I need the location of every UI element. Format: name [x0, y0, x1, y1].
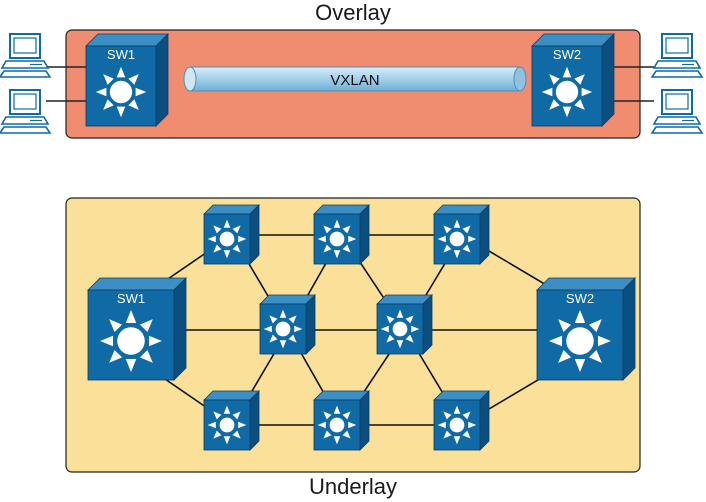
underlay-title: Underlay — [308, 474, 398, 499]
host-left-bottom — [0, 89, 52, 134]
desktop-computer-icon — [650, 33, 704, 78]
vxlan-label: VXLAN — [330, 72, 379, 89]
desktop-computer-icon — [0, 33, 52, 78]
overlay-title: Overlay — [315, 0, 391, 25]
layer3-switch-icon — [317, 219, 357, 259]
underlay-switch-bottom-left — [203, 390, 260, 451]
layer3-switch-icon — [207, 219, 247, 259]
layer3-switch-icon — [437, 405, 477, 445]
layer3-switch-icon — [549, 310, 611, 372]
underlay-switch-top-right — [433, 204, 490, 265]
underlay-switch-bottom-middle — [313, 390, 370, 451]
underlay-switch-mid-right — [376, 294, 433, 355]
layer3-switch-icon — [437, 219, 477, 259]
overlay-switch-sw1: SW1 — [85, 33, 169, 127]
underlay-switch-sw1: SW1 — [87, 277, 187, 381]
host-links — [46, 66, 654, 102]
layer3-switch-icon — [380, 309, 420, 349]
desktop-computer-icon — [650, 89, 704, 134]
layer3-switch-icon — [95, 66, 147, 118]
layer3-switch-icon — [207, 405, 247, 445]
switch-label: SW2 — [566, 291, 594, 306]
layer3-switch-icon — [317, 405, 357, 445]
underlay-switch-top-middle — [313, 204, 370, 265]
host-left-top — [0, 33, 52, 78]
host-right-bottom — [650, 89, 704, 134]
overlay-switch-sw2: SW2 — [531, 33, 615, 127]
underlay-switch-top-left — [203, 204, 260, 265]
switch-label: SW1 — [107, 47, 135, 62]
layer3-switch-icon — [541, 66, 593, 118]
underlay-switch-sw2: SW2 — [536, 277, 636, 381]
switch-label: SW1 — [117, 291, 145, 306]
underlay-switch-bottom-right — [433, 390, 490, 451]
layer3-switch-icon — [100, 310, 162, 372]
desktop-computer-icon — [0, 89, 52, 134]
layer3-switch-icon — [263, 309, 303, 349]
switch-label: SW2 — [553, 47, 581, 62]
host-right-top — [650, 33, 704, 78]
vxlan-tunnel: VXLAN — [183, 66, 527, 92]
underlay-switch-mid-left — [259, 294, 316, 355]
